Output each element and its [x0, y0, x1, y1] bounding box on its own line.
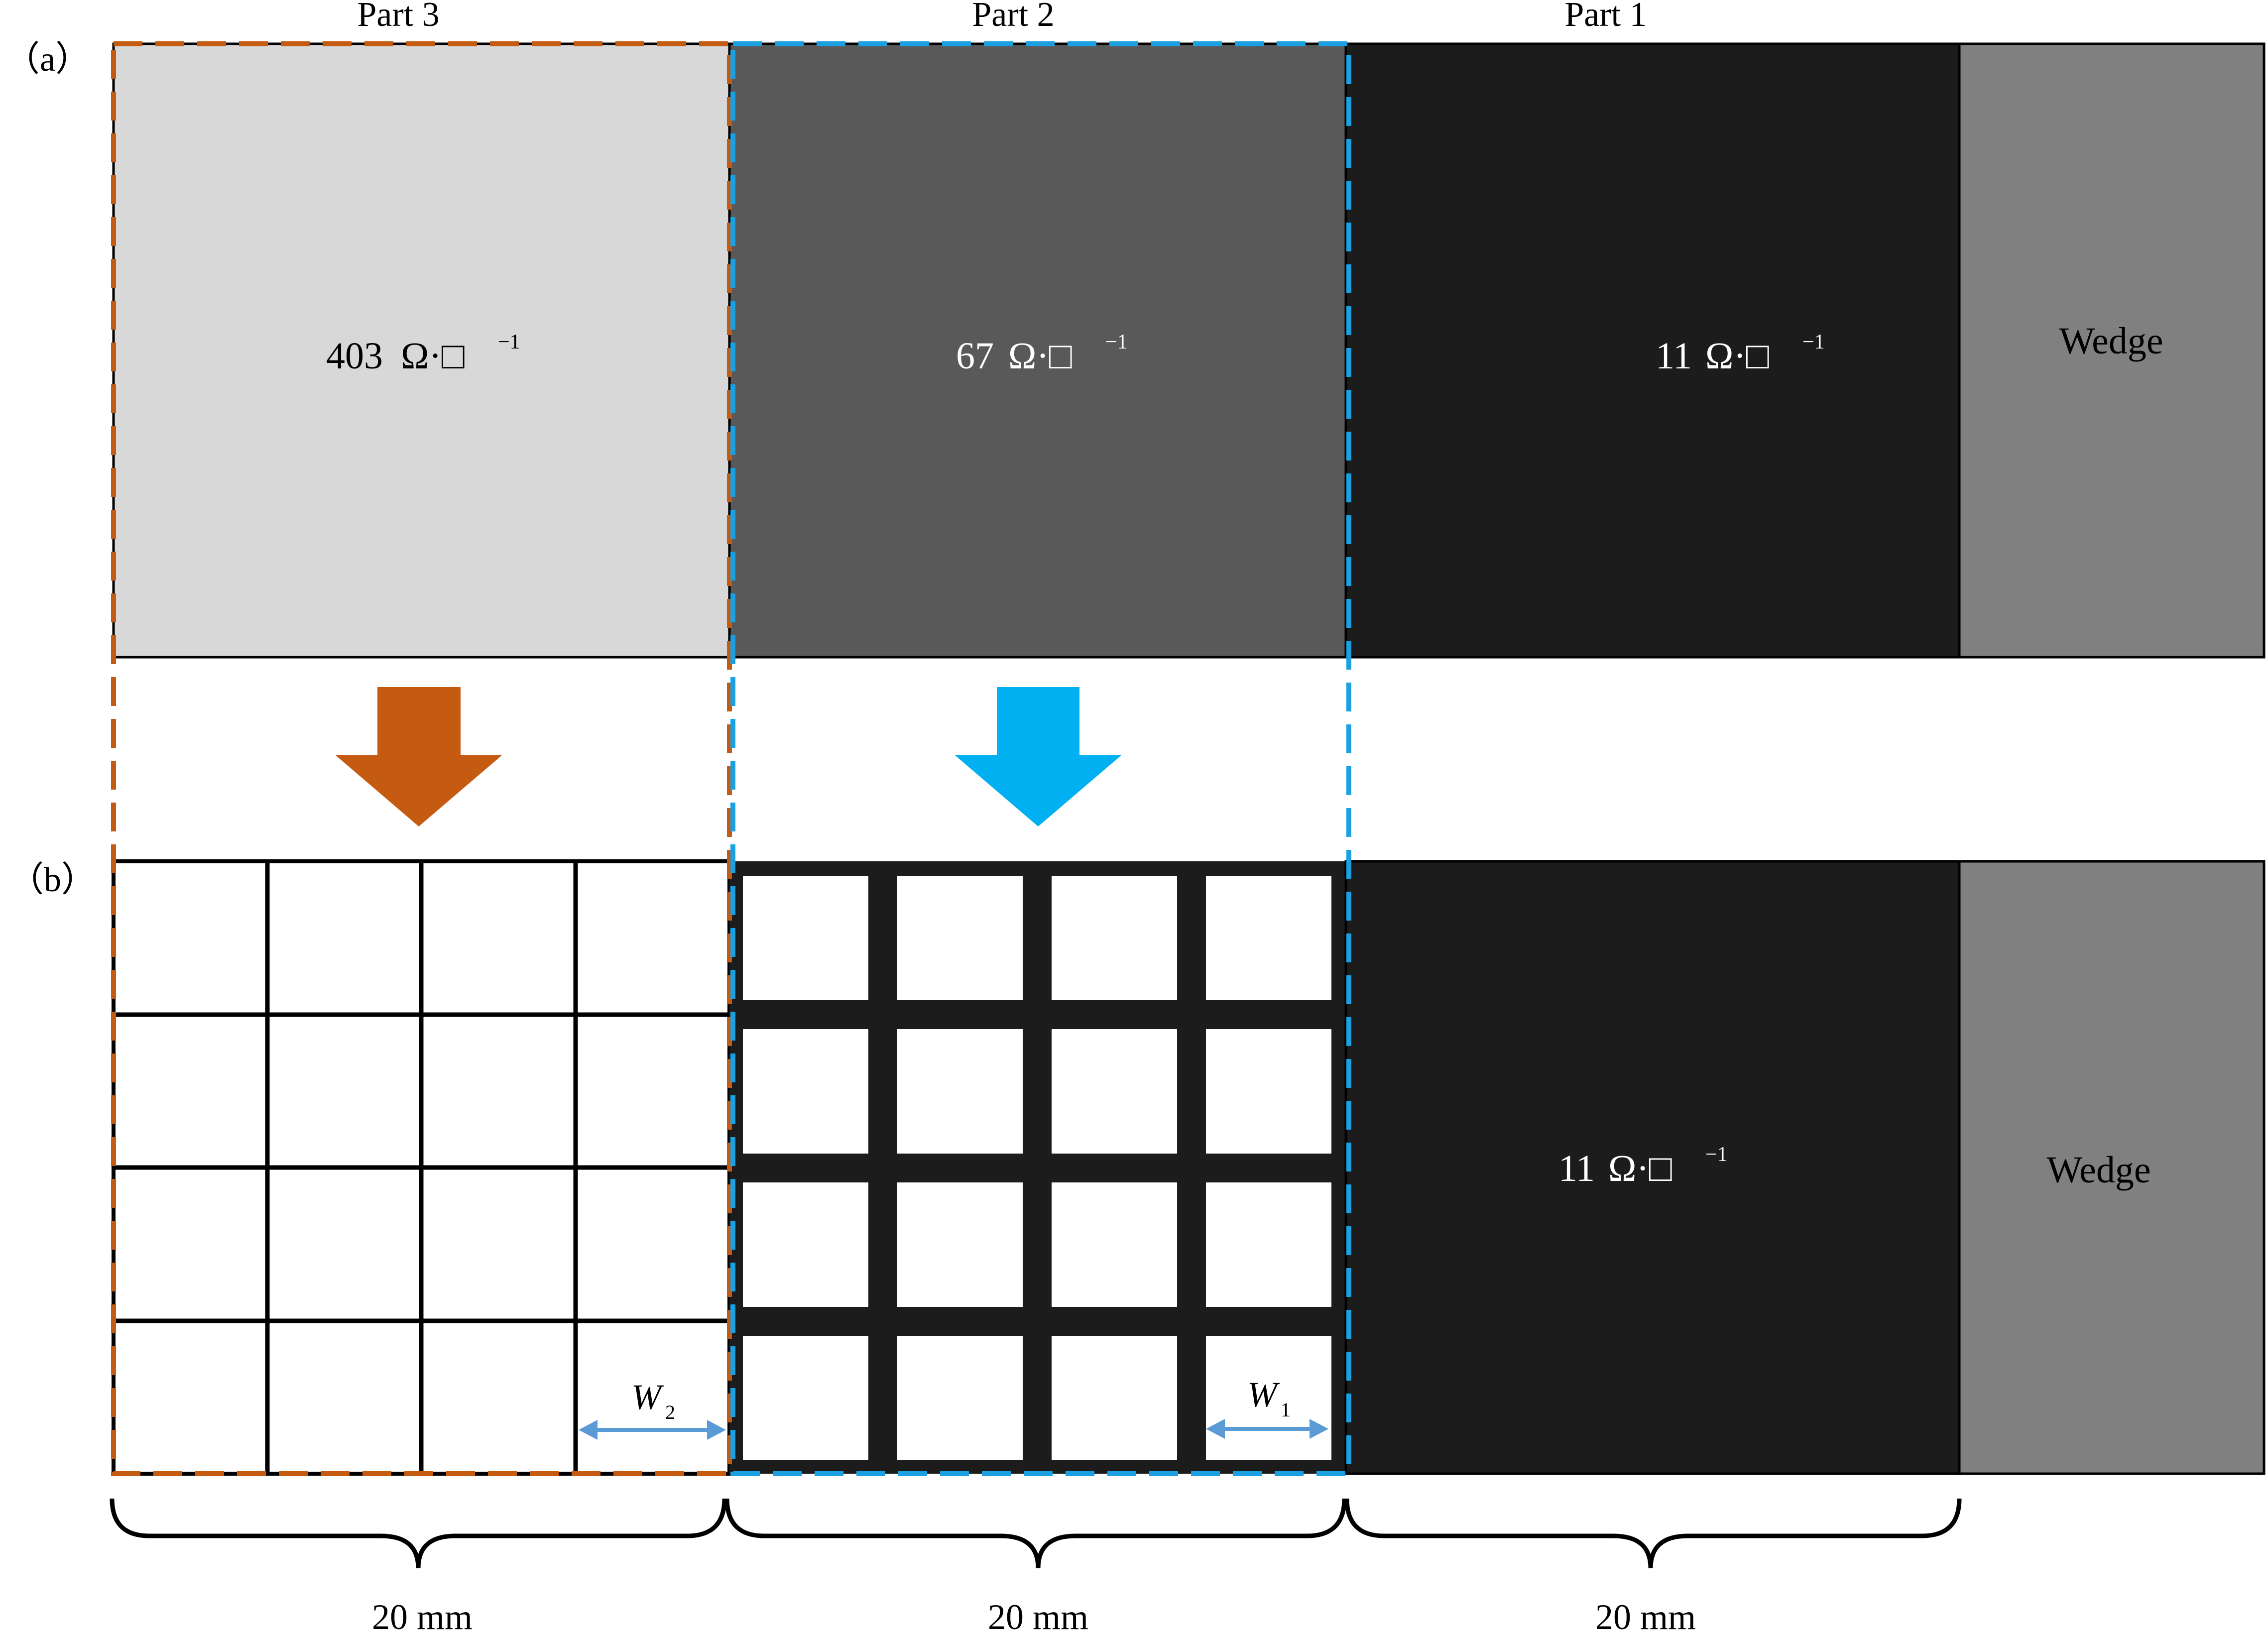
part2-sheet-a	[728, 42, 1347, 659]
w2-arrow-head-left	[579, 1420, 597, 1440]
resistance-unit: Ω·□	[401, 335, 465, 377]
resistance-unit: Ω·□	[1008, 335, 1072, 377]
resistance-exponent: −1	[498, 331, 520, 353]
mesh-aperture	[1052, 1336, 1177, 1460]
part1-header: Part 1	[1564, 0, 1647, 34]
resistance-exponent: −1	[1802, 331, 1825, 353]
wedge-label-a: Wedge	[2059, 320, 2163, 362]
mesh-aperture	[1206, 1182, 1331, 1307]
dimension-brace-part2: 20 mm	[724, 1498, 1347, 1635]
mesh-aperture	[743, 876, 868, 1000]
wedge-b	[1958, 860, 2266, 1475]
mesh-aperture	[743, 1336, 868, 1460]
dimension-label: 20 mm	[988, 1597, 1088, 1633]
resistance-exponent: −1	[1705, 1143, 1728, 1166]
wedge-label-b: Wedge	[2046, 1149, 2150, 1191]
part2-mesh-b	[729, 861, 1346, 1474]
resistance-label-part1-b: 11 Ω·□ −1	[1558, 1143, 1728, 1189]
panel-a-label: （a）	[5, 40, 90, 79]
part1-sheet-a	[1344, 42, 1961, 659]
resistance-label-part1-a: 11 Ω·□ −1	[1656, 331, 1825, 377]
down-arrow-part3	[336, 687, 502, 826]
mesh-aperture	[1052, 876, 1177, 1000]
mesh-aperture	[743, 1182, 868, 1307]
resistance-unit: Ω·□	[1608, 1148, 1672, 1189]
down-arrow-part2	[955, 687, 1121, 826]
wedge-a	[1958, 42, 2266, 659]
mesh-aperture	[1052, 1182, 1177, 1307]
resistance-unit: Ω·□	[1705, 335, 1769, 377]
mesh-aperture	[1206, 1336, 1331, 1460]
dimension-brace-part1: 20 mm	[1344, 1498, 1962, 1635]
part2-header: Part 2	[972, 0, 1054, 34]
brace	[724, 1498, 1347, 1569]
mesh-aperture	[1206, 876, 1331, 1000]
mesh-aperture	[897, 1029, 1023, 1154]
resistance-value: 11	[1558, 1148, 1595, 1189]
resistance-label-part3-a: 403 Ω·□ −1	[326, 331, 520, 377]
mesh-aperture	[897, 876, 1023, 1000]
dimension-label: 20 mm	[1595, 1597, 1696, 1633]
mesh-aperture	[743, 1029, 868, 1154]
dimension-brace-part3: 20 mm	[110, 1498, 727, 1635]
part3-highlight-outline	[111, 41, 732, 1476]
part3-sheet-a	[112, 42, 731, 659]
resistance-value: 11	[1656, 335, 1692, 377]
resistance-exponent: −1	[1105, 331, 1128, 353]
brace	[110, 1498, 727, 1569]
w1-arrow-head-left	[1206, 1419, 1225, 1439]
w2-symbol: W	[631, 1377, 664, 1417]
panel-b-label: （b）	[9, 861, 96, 899]
w1-subscript: 1	[1281, 1399, 1291, 1421]
part3-header: Part 3	[357, 0, 439, 34]
resistance-label-part2-a: 67 Ω·□ −1	[956, 331, 1128, 377]
w1-symbol: W	[1247, 1375, 1280, 1414]
mesh-aperture	[1206, 1029, 1331, 1154]
resistance-value: 403	[326, 335, 383, 377]
mesh-aperture	[1052, 1029, 1177, 1154]
resistance-value: 67	[956, 335, 994, 377]
mesh-aperture	[897, 1182, 1023, 1307]
w2-marker: W 2	[579, 1377, 726, 1440]
w2-arrow-head-right	[707, 1420, 726, 1440]
panel-a-strip	[112, 42, 2266, 659]
brace	[1344, 1498, 1962, 1569]
part2-highlight-outline	[730, 41, 1351, 1476]
dimension-label: 20 mm	[372, 1597, 473, 1633]
part3-mesh-b	[112, 859, 731, 1476]
w1-marker: W 1	[1206, 1375, 1328, 1439]
w1-arrow-head-right	[1310, 1419, 1328, 1439]
w2-subscript: 2	[665, 1401, 675, 1423]
part1-sheet-b	[1344, 860, 1961, 1475]
mesh-aperture	[897, 1336, 1023, 1460]
